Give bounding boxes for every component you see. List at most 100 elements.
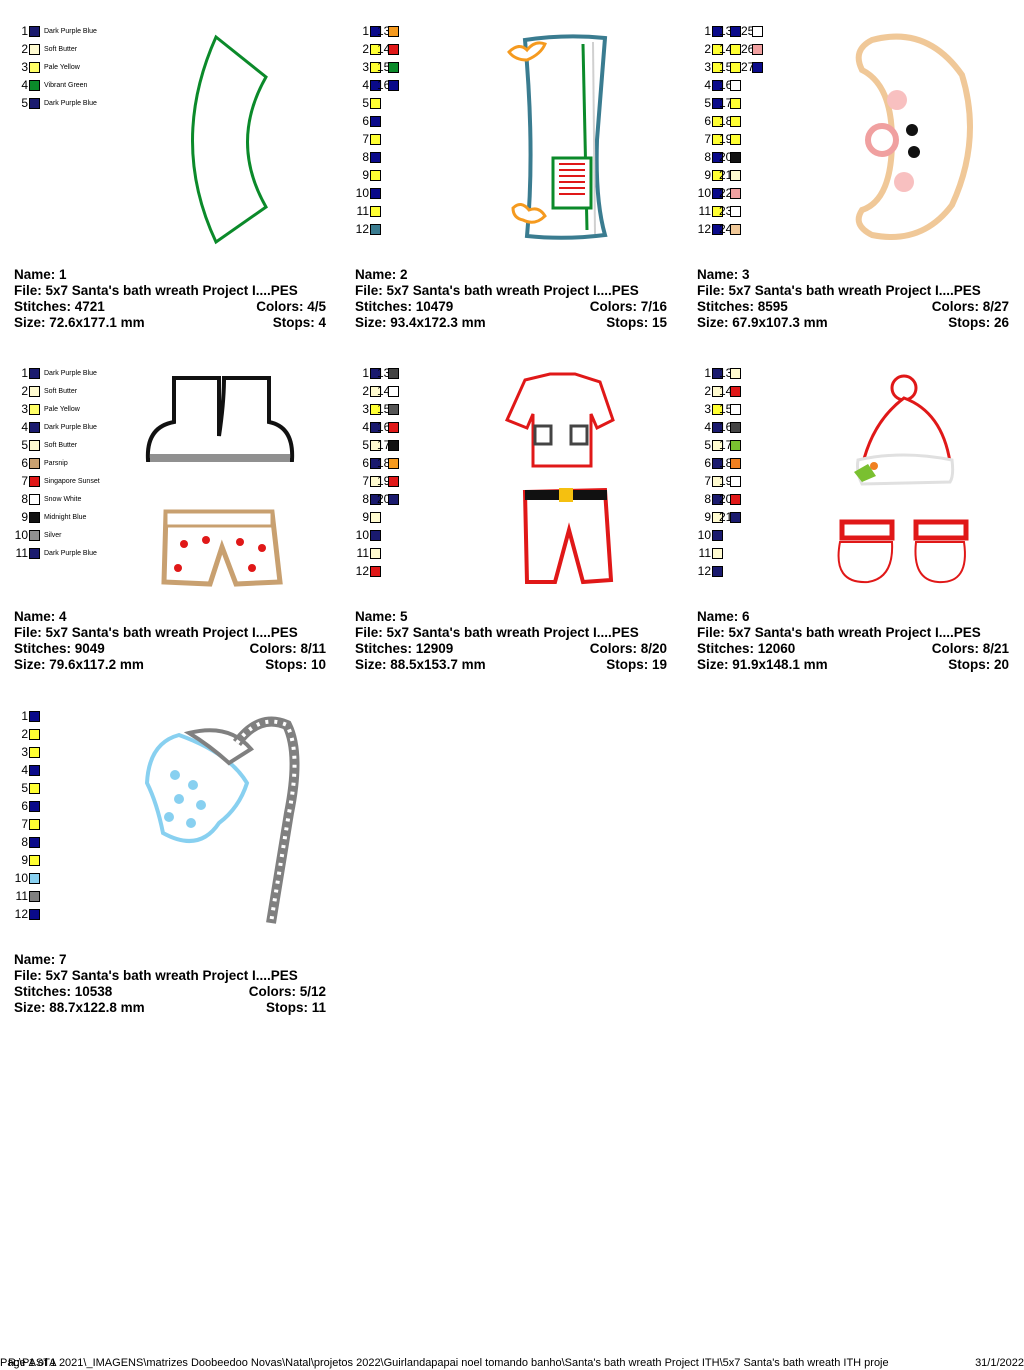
color-swatch	[730, 223, 741, 235]
color-swatch	[388, 493, 399, 505]
design-file: File: 5x7 Santa's bath wreath Project I.…	[355, 283, 639, 298]
color-label: Dark Purple Blue	[44, 423, 97, 431]
design-file: File: 5x7 Santa's bath wreath Project I.…	[697, 283, 981, 298]
color-entry: 16	[719, 418, 741, 436]
design-preview-santa-face	[855, 33, 973, 240]
color-swatch	[712, 43, 723, 55]
color-number: 19	[377, 474, 391, 488]
color-swatch	[370, 115, 381, 127]
color-entry: 13	[377, 364, 399, 382]
color-swatch	[29, 511, 40, 523]
color-entry: 7	[697, 472, 723, 490]
color-entry: 6	[355, 112, 381, 130]
info-line: File: 5x7 Santa's bath wreath Project I.…	[355, 283, 667, 299]
color-entry: 18	[719, 112, 741, 130]
info-line: Name: 7	[14, 952, 326, 968]
color-entry: 17	[719, 94, 741, 112]
color-swatch	[730, 43, 741, 55]
color-swatch	[730, 151, 741, 163]
color-swatch	[712, 511, 723, 523]
color-entry: 6	[697, 112, 723, 130]
color-swatch	[712, 493, 723, 505]
design-stops: Stops: 20	[948, 657, 1009, 672]
color-entry: 5	[697, 94, 723, 112]
color-swatch	[29, 43, 40, 55]
color-entry: 11	[697, 202, 723, 220]
color-swatch	[370, 439, 381, 451]
color-swatch	[712, 151, 723, 163]
color-swatch	[712, 385, 723, 397]
color-number: 1	[362, 366, 369, 380]
color-entry: 5	[355, 94, 381, 112]
design-size: Size: 67.9x107.3 mm	[697, 315, 828, 330]
color-number: 21	[719, 168, 733, 182]
color-number: 11	[15, 889, 28, 903]
color-swatch	[29, 890, 40, 902]
color-number: 21	[719, 510, 733, 524]
color-entry: 15	[377, 400, 399, 418]
color-number: 3	[362, 60, 369, 74]
color-number: 5	[21, 781, 28, 795]
color-entry: 15	[719, 58, 741, 76]
color-entry: 4	[355, 418, 381, 436]
color-number: 12	[697, 222, 711, 236]
design-name: Name: 1	[14, 267, 67, 282]
color-number: 13	[377, 366, 391, 380]
design-size: Size: 88.7x122.8 mm	[14, 1000, 145, 1015]
color-number: 2	[21, 384, 28, 398]
color-swatch	[712, 79, 723, 91]
color-number: 10	[14, 528, 28, 542]
color-swatch	[388, 457, 399, 469]
color-entry: 14	[377, 382, 399, 400]
color-swatch	[29, 764, 40, 776]
color-swatch	[370, 43, 381, 55]
color-number: 15	[719, 60, 733, 74]
color-swatch	[29, 746, 40, 758]
color-label: Soft Butter	[44, 45, 78, 53]
color-number: 14	[377, 42, 391, 56]
color-number: 5	[704, 96, 711, 110]
color-swatch	[370, 25, 381, 37]
color-swatch	[29, 475, 40, 487]
color-entry: 7	[14, 815, 40, 833]
color-swatch	[730, 367, 741, 379]
color-entry: 19	[377, 472, 399, 490]
color-label: Pale Yellow	[44, 63, 80, 71]
color-entry: 10	[355, 526, 381, 544]
color-swatch	[29, 547, 40, 559]
color-entry: 6	[697, 454, 723, 472]
page-number: Page 1 of 1	[0, 1357, 57, 1369]
color-number: 14	[719, 384, 733, 398]
color-swatch	[712, 547, 723, 559]
info-line: Name: 3	[697, 267, 1009, 283]
color-swatch	[752, 43, 763, 55]
color-swatch	[712, 97, 723, 109]
color-entry: 4	[697, 418, 723, 436]
color-number: 25	[741, 24, 755, 38]
color-entry: 20	[719, 148, 741, 166]
color-number: 22	[719, 186, 733, 200]
color-entry: 3	[355, 400, 381, 418]
color-number: 10	[355, 186, 369, 200]
color-swatch	[370, 547, 381, 559]
color-swatch	[712, 529, 723, 541]
color-swatch	[370, 223, 381, 235]
page-footer: Page 1 of 1 R:\PASTA 2021\_IMAGENS\matri…	[0, 1356, 1024, 1370]
design-name: Name: 7	[14, 952, 67, 967]
color-entry: 1	[355, 22, 381, 40]
color-number: 2	[362, 384, 369, 398]
color-number: 15	[719, 402, 733, 416]
color-entry: 21	[719, 166, 741, 184]
color-entry: 14	[377, 40, 399, 58]
design-preview-arc	[191, 34, 268, 245]
color-entry: 12	[14, 905, 40, 923]
